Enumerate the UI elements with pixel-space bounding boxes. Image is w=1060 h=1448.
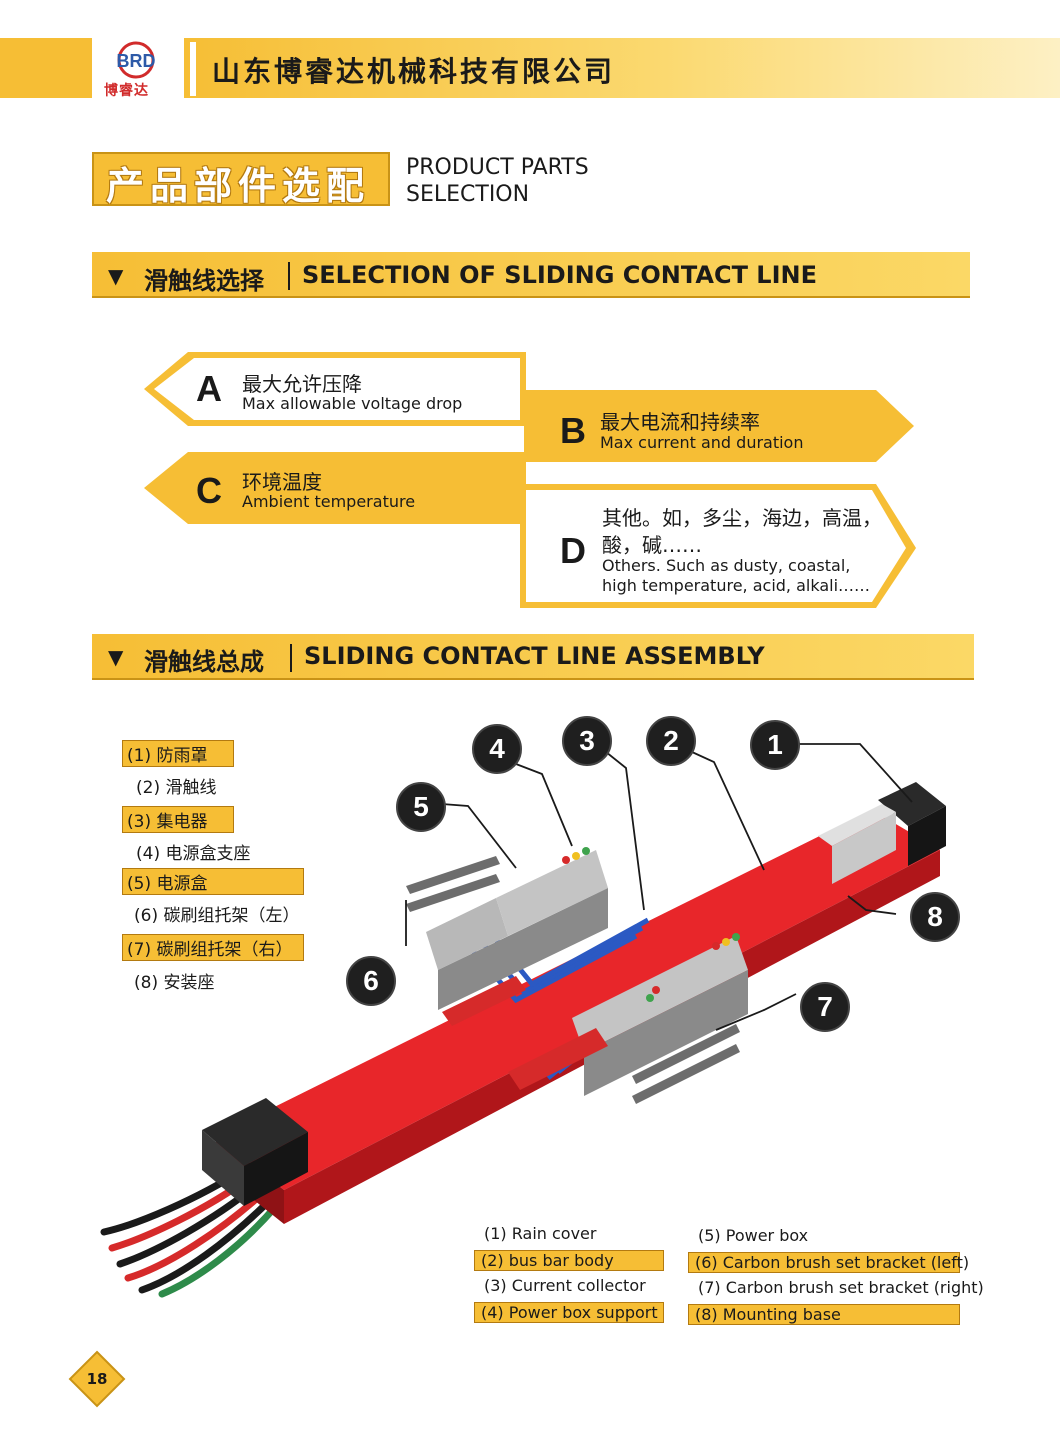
legend-cn-item: (5) 电源盒 bbox=[122, 868, 304, 895]
header-accent-block bbox=[0, 38, 92, 98]
callout-5: 5 bbox=[396, 782, 446, 832]
legend-cn-item: (4) 电源盒支座 bbox=[136, 844, 251, 864]
legend-cn-item: (8) 安装座 bbox=[134, 973, 215, 993]
legend-cn-item: (7) 碳刷组托架（右） bbox=[122, 934, 304, 961]
legend-en-item: (5) Power box bbox=[698, 1226, 809, 1245]
legend-cn-item: (3) 集电器 bbox=[122, 806, 234, 833]
factor-c-en: Ambient temperature bbox=[242, 492, 416, 511]
legend-en-item: (4) Power box support bbox=[474, 1302, 664, 1323]
legend-en-item: (8) Mounting base bbox=[688, 1304, 960, 1325]
legend-cn-item: (2) 滑触线 bbox=[136, 778, 217, 798]
legend-en-item: (1) Rain cover bbox=[484, 1224, 597, 1243]
section-divider bbox=[288, 262, 290, 290]
callout-2: 2 bbox=[646, 716, 696, 766]
factor-a-letter: A bbox=[196, 368, 222, 409]
page-title-en-line2: SELECTION bbox=[406, 182, 530, 207]
legend-en-item: (6) Carbon brush set bracket (left) bbox=[688, 1252, 969, 1273]
page-title-en-line1: PRODUCT PARTS bbox=[406, 155, 589, 180]
triangle-down-icon: ▼ bbox=[108, 645, 124, 669]
factor-b-letter: B bbox=[560, 410, 586, 451]
section-bar-selection bbox=[92, 252, 970, 298]
callout-3: 3 bbox=[562, 716, 612, 766]
callout-4: 4 bbox=[472, 724, 522, 774]
company-name: 山东博睿达机械科技有限公司 bbox=[212, 55, 616, 88]
triangle-down-icon: ▼ bbox=[108, 264, 124, 288]
factor-b-en: Max current and duration bbox=[600, 433, 804, 452]
logo-container bbox=[96, 38, 176, 98]
factor-d-en-line1: Others. Such as dusty, coastal, bbox=[602, 556, 851, 575]
header-band bbox=[184, 38, 1060, 98]
factor-a-cn: 最大允许压降 bbox=[242, 372, 362, 396]
factor-arrows-graphic bbox=[144, 352, 916, 608]
factor-d-cn-line2: 酸，碱…… bbox=[602, 533, 702, 557]
section-title-cn: 滑触线选择 bbox=[144, 267, 264, 295]
callout-7: 7 bbox=[800, 982, 850, 1032]
page-number: 18 bbox=[86, 1370, 108, 1388]
header-divider bbox=[190, 42, 196, 96]
factor-d-en-line2: high temperature, acid, alkali…… bbox=[602, 576, 871, 595]
factor-c-cn: 环境温度 bbox=[242, 470, 322, 494]
section-divider bbox=[290, 644, 292, 672]
page-number-badge-icon bbox=[68, 1350, 126, 1408]
company-logo-icon: BRD bbox=[117, 41, 156, 79]
svg-text:BRD: BRD bbox=[117, 51, 156, 71]
logo-text: 博睿达 bbox=[104, 83, 149, 99]
factor-a-en: Max allowable voltage drop bbox=[242, 394, 463, 413]
section-title-en: SELECTION OF SLIDING CONTACT LINE bbox=[302, 261, 818, 289]
legend-en-item: (3) Current collector bbox=[484, 1276, 646, 1295]
page-title-cn: 产品部件选配 bbox=[106, 164, 371, 208]
callout-6: 6 bbox=[346, 956, 396, 1006]
legend-en-item: (7) Carbon brush set bracket (right) bbox=[698, 1278, 984, 1297]
legend-cn-item: (6) 碳刷组托架（左） bbox=[134, 906, 300, 926]
section-bar-assembly bbox=[92, 634, 974, 680]
factor-d-letter: D bbox=[560, 530, 586, 571]
legend-en-item: (2) bus bar body bbox=[474, 1250, 664, 1271]
section2-title-en: SLIDING CONTACT LINE ASSEMBLY bbox=[304, 642, 765, 670]
callout-1: 1 bbox=[750, 720, 800, 770]
factor-b-cn: 最大电流和持续率 bbox=[600, 410, 760, 434]
factor-c-letter: C bbox=[196, 470, 222, 511]
assembly-illustration bbox=[100, 743, 946, 1298]
factor-d-cn-line1: 其他。如，多尘，海边，高温， bbox=[602, 506, 882, 530]
section2-title-cn: 滑触线总成 bbox=[144, 648, 264, 676]
legend-cn-item: (1) 防雨罩 bbox=[122, 740, 234, 767]
title-box bbox=[92, 152, 390, 206]
callout-8: 8 bbox=[910, 892, 960, 942]
